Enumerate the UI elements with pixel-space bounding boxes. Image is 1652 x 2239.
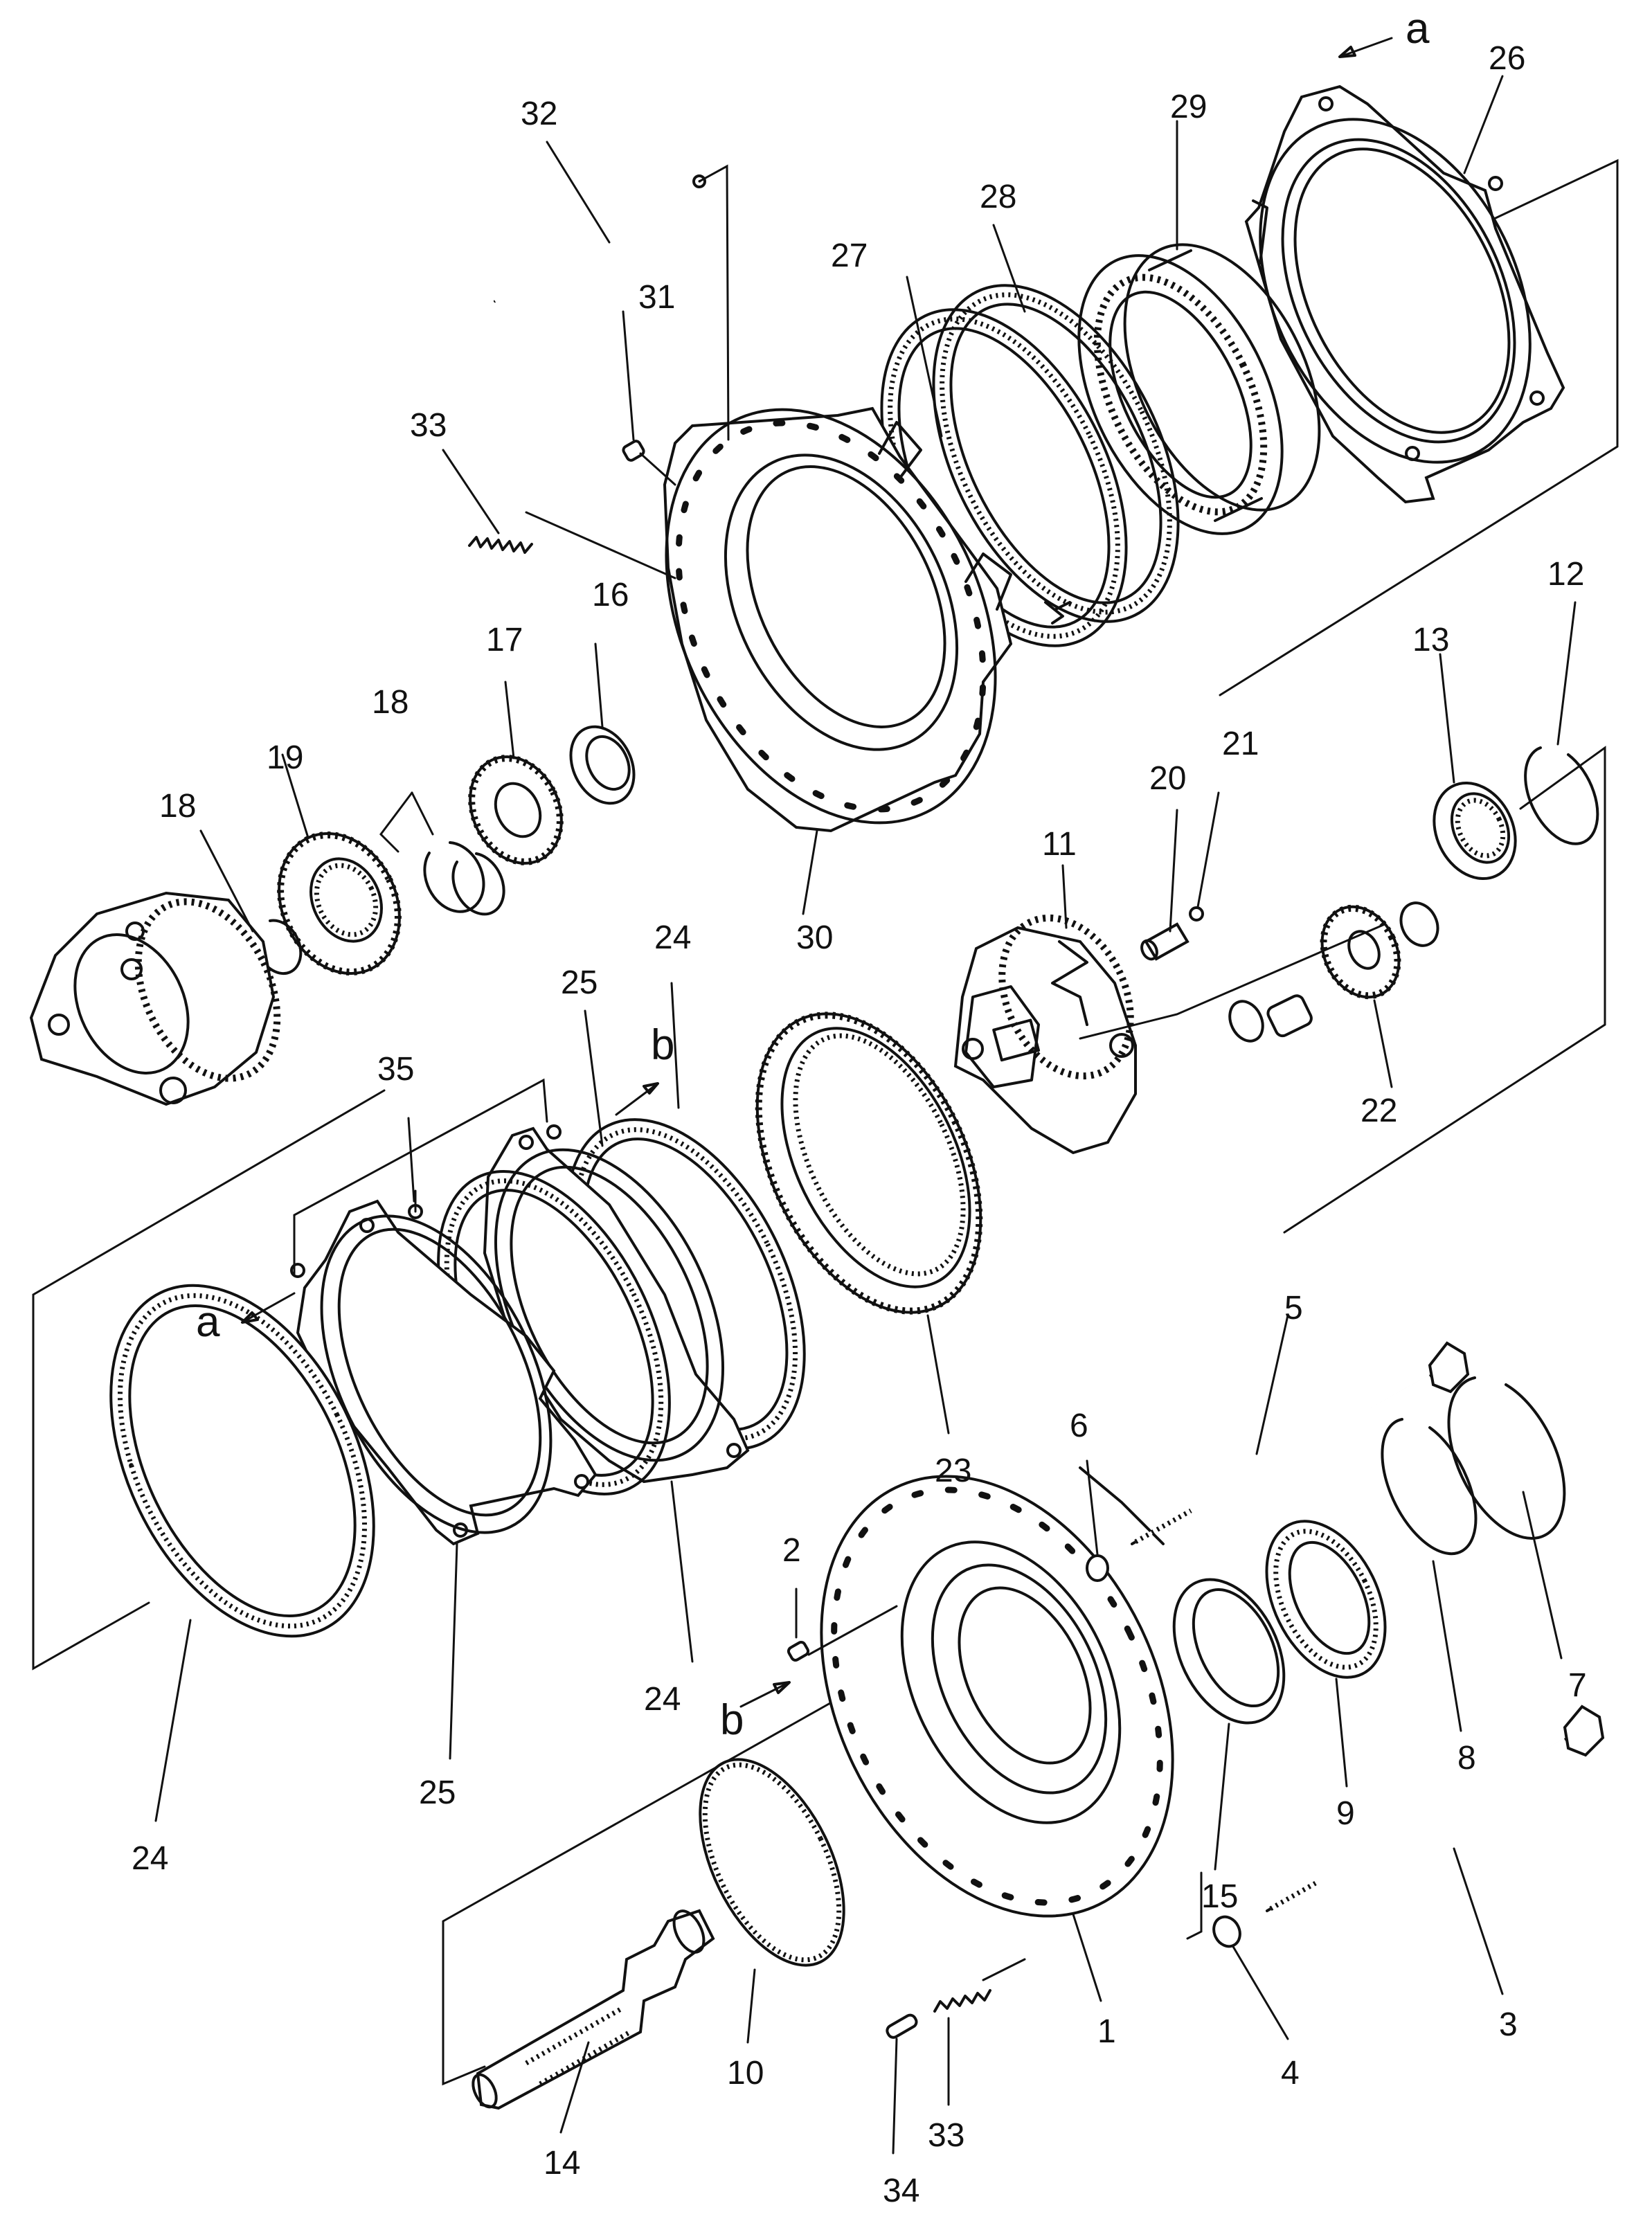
- part-1-housing: [820, 1466, 1174, 1918]
- label-21: 21: [1222, 726, 1259, 762]
- label-34: 34: [883, 2173, 919, 2209]
- label-33-top: 33: [410, 407, 447, 444]
- leader-pin-axis: [1079, 923, 1386, 1040]
- part-23-ring-gear: [755, 1011, 983, 1315]
- label-18-upper: 18: [372, 684, 408, 721]
- part-33-spring-bottom: [933, 1989, 991, 2013]
- part-33-spring-top: [468, 536, 533, 554]
- label-3: 3: [1499, 2006, 1518, 2043]
- label-25-top: 25: [561, 964, 598, 1001]
- part-6-washer: [1086, 1554, 1109, 1582]
- part-35-rings: [290, 1078, 562, 1278]
- part-29-ring-gear: [1077, 243, 1321, 535]
- label-23: 23: [935, 1453, 971, 1489]
- leader-33-bottom: [982, 1958, 1026, 1981]
- label-2: 2: [782, 1532, 801, 1569]
- part-19-gear: [277, 831, 402, 975]
- label-24-top: 24: [654, 919, 691, 956]
- part-7-snap-ring: [1447, 1376, 1566, 1540]
- part-20-pin: [1140, 922, 1189, 961]
- label-33-bottom: 33: [928, 2117, 964, 2154]
- label-18-left: 18: [159, 788, 196, 825]
- leader-2: [807, 1605, 898, 1656]
- label-29: 29: [1170, 89, 1207, 125]
- part-2-screw: [787, 1641, 810, 1662]
- part-17-gear: [468, 755, 564, 865]
- group-bracket-lines: [32, 159, 1619, 2086]
- part-32-pin: [494, 174, 706, 303]
- label-9: 9: [1336, 1795, 1355, 1832]
- part-4-washer: [1212, 1915, 1241, 1948]
- part-planet-bearing-washers: [1228, 901, 1439, 1043]
- label-14: 14: [544, 2145, 580, 2182]
- part-21-ball: [1189, 906, 1204, 921]
- label-20: 20: [1149, 760, 1186, 797]
- part-26-flange-housing: [1244, 84, 1565, 504]
- label-25-bottom: 25: [419, 1774, 456, 1811]
- part-30-housing: [663, 406, 1013, 833]
- label-10: 10: [727, 2055, 764, 2092]
- label-11: 11: [1042, 826, 1077, 863]
- part-28-disc: [932, 284, 1180, 623]
- leader-31: [639, 452, 676, 486]
- part-12-snap-ring: [1524, 746, 1599, 845]
- label-5: 5: [1284, 1290, 1303, 1327]
- part-labels: 26 29 28 27 32 31 33 30 16 17 18 19 18 1…: [132, 5, 1587, 2209]
- part-24-disc-front: [109, 1284, 375, 1638]
- leader-33: [525, 511, 676, 579]
- label-28: 28: [980, 179, 1016, 215]
- part-31-screw: [622, 440, 645, 462]
- label-13: 13: [1412, 622, 1449, 658]
- reference-arrows: [241, 37, 1393, 1708]
- part-15-ring: [1172, 1578, 1286, 1725]
- ref-label-b-top: b: [651, 1021, 674, 1069]
- label-19: 19: [267, 739, 303, 776]
- label-15: 15: [1201, 1878, 1238, 1915]
- part-5-bolt: [1131, 1341, 1470, 1545]
- label-32: 32: [521, 96, 557, 132]
- label-8: 8: [1457, 1740, 1476, 1777]
- label-24-left: 24: [132, 1840, 168, 1877]
- part-16-bearing: [569, 725, 636, 805]
- label-24-mid: 24: [644, 1681, 681, 1718]
- part-10-ring-inner: [702, 1762, 842, 1963]
- ref-label-b-bottom: b: [720, 1696, 744, 1744]
- label-31: 31: [638, 279, 675, 316]
- label-12: 12: [1547, 556, 1584, 593]
- label-17: 17: [486, 622, 523, 658]
- part-carrier-housing: [29, 891, 281, 1106]
- label-35: 35: [377, 1051, 414, 1088]
- leader-32: [698, 164, 730, 441]
- part-22-planet-gear: [1320, 904, 1401, 1000]
- label-16: 16: [592, 577, 629, 613]
- label-leaders: [154, 75, 1577, 2155]
- label-30: 30: [796, 919, 833, 956]
- label-7: 7: [1568, 1667, 1587, 1704]
- part-13-bearing: [1433, 781, 1517, 881]
- part-11-carrier: [953, 914, 1137, 1155]
- label-1: 1: [1097, 2013, 1116, 2050]
- part-3-bolt: [1266, 1705, 1605, 1912]
- label-4: 4: [1281, 2055, 1300, 2092]
- label-22: 22: [1361, 1092, 1397, 1129]
- label-27: 27: [831, 237, 868, 274]
- label-26: 26: [1489, 40, 1525, 77]
- label-6: 6: [1070, 1408, 1088, 1444]
- part-10-ring: [699, 1758, 845, 1967]
- ref-label-a-top: a: [1406, 5, 1430, 53]
- part-14-shaft: [472, 1909, 715, 2110]
- part-18-snap-rings: [379, 791, 505, 916]
- ref-label-a-left: a: [196, 1298, 220, 1346]
- part-34-pin: [886, 2013, 918, 2039]
- part-8-snap-ring: [1381, 1418, 1478, 1556]
- part-9-bearing: [1265, 1520, 1387, 1679]
